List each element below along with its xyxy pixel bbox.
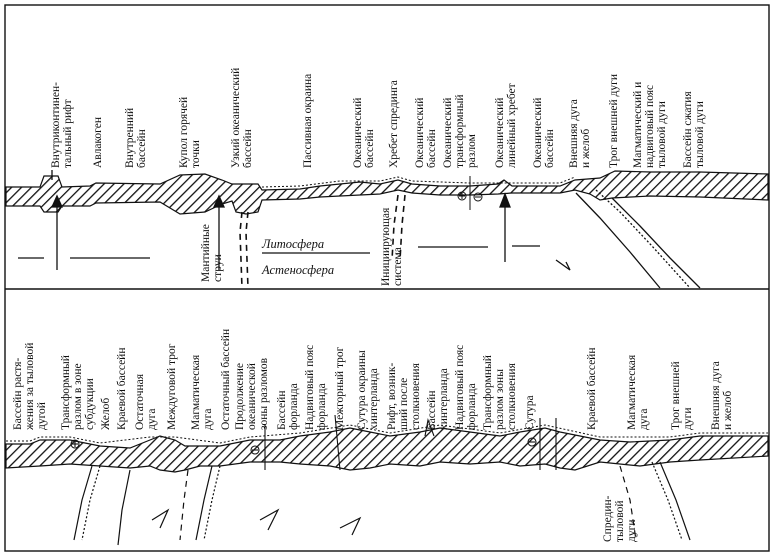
bottom-faults [70, 414, 557, 471]
label-collision-transform-fault: Трансформный разлом зоны столкновения [482, 355, 518, 430]
label-marginal-basin-1: Краевой бассейн [116, 347, 128, 430]
label-passive-margin: Пассивная окраина [302, 73, 314, 168]
label-forearc-trough: Трог внешней дуги [608, 74, 620, 168]
label-oceanic-basin-2: Океанический бассейн [414, 97, 438, 168]
top-arrows [50, 170, 511, 270]
bottom-crust-band [5, 427, 769, 473]
label-narrow-oceanic-basin: Узкий океанический бассейн [230, 67, 254, 168]
label-foreland-basin-1: Бассейн форланда [276, 383, 300, 430]
label-subduction-transform-fault: Трансформный разлом в зоне субдукции [60, 355, 96, 430]
label-oceanic-fracture-zone-extension: Продолжение океанической зоны разломов [234, 357, 270, 430]
label-forearc-trough-2: Трог внешней дуги [670, 361, 694, 430]
label-spreading-ridge: Хребет спрединга [388, 80, 400, 168]
label-remnant-basin: Остаточный бассейн [220, 328, 232, 430]
label-hinterland-margin-suture: Сутура окраины хинтерланда [356, 350, 380, 430]
label-marginal-basin-2: Краевой бассейн [586, 347, 598, 430]
top-dashed-conduits [239, 194, 406, 289]
label-backarc-extension-basin: Бассейн растя- жения за тыловой дугой [12, 342, 48, 430]
label-hinterland-basin: Бассейн хинтерланда [426, 368, 450, 430]
label-oceanic-basin-3: Океанический бассейн [532, 97, 556, 168]
top-crust-band [5, 170, 769, 215]
label-interarc-trough: Междуговой трог [166, 343, 178, 430]
label-mantle-jets: Мантийные струи [200, 224, 224, 282]
label-aulacogen: Авлакоген [92, 116, 104, 168]
bottom-dip-lines [73, 461, 691, 546]
label-oceanic-linear-ridge: Океанический линейный хребет [494, 83, 518, 168]
label-backarc-magmatic-thrust-belt: Магматический и надвиговый пояс тыловой … [632, 81, 668, 168]
label-magmatic-arc-1: Магматическая дуга [190, 354, 214, 430]
label-trench: Желоб [100, 397, 112, 430]
frame [4, 4, 770, 552]
label-intracontinental-rift: Внутриконтинен- тальный рифт [50, 82, 74, 168]
label-backarc-spreading: Спредин- тыловой дуги [602, 495, 638, 542]
top-subducting-slab [555, 189, 701, 289]
transform-symbols [457, 176, 483, 210]
label-foreland-thrust-belt-2: Надвиговый пояс форланда [454, 344, 478, 430]
label-foreland-thrust-belt-1: Надвиговый пояс форланда [304, 344, 328, 430]
label-oceanic-basin-1: Океанический бассейн [352, 97, 376, 168]
label-outer-arc-trench-2: Внешняя дуга и желоб [710, 361, 734, 430]
bottom-sediment-line [6, 424, 768, 444]
label-hotspot-dome: Купол горячей точки [178, 96, 202, 168]
label-asthenosphere: Астеносфера [262, 263, 335, 277]
label-remnant-arc: Остаточная дуга [134, 373, 158, 430]
label-inner-basin: Внутренний бассейн [124, 107, 148, 168]
label-post-collision-rift: Рифт, возник- ший после столкновения [386, 362, 422, 430]
top-sediment-line [261, 176, 576, 188]
lithosphere-boundary [18, 245, 540, 259]
label-oceanic-transform-fault: Океанический трансформный разлом [442, 94, 478, 168]
label-outer-arc-trench: Внешняя дуга и желоб [568, 99, 592, 168]
label-intermontane-trough: Межгорный трог [334, 346, 346, 430]
label-backarc-compression-basin: Бассейн сжатия тыловой дуги [682, 91, 706, 168]
label-lithosphere: Литосфера [262, 237, 325, 251]
label-initiating-system: Инициирующая система [380, 207, 404, 286]
label-suture: Сутура [524, 395, 536, 430]
label-magmatic-arc-2: Магматическая дуга [626, 354, 650, 430]
